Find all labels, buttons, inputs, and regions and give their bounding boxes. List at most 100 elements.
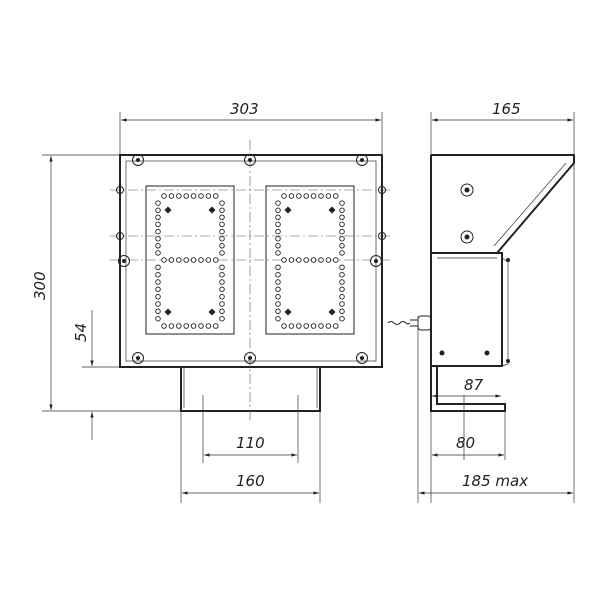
led-dot <box>190 323 197 329</box>
bolt <box>132 154 144 166</box>
bolt-center <box>136 158 140 162</box>
led-dot <box>161 193 167 199</box>
led-dot <box>168 193 175 199</box>
bolt <box>370 255 382 267</box>
led-dot <box>339 308 345 315</box>
led-dot <box>275 286 281 293</box>
led-dot <box>219 200 225 206</box>
led-dot <box>155 200 161 206</box>
led-dot <box>318 193 324 199</box>
led-dot <box>155 228 161 235</box>
led-dot <box>288 323 295 329</box>
led-dot <box>281 193 287 199</box>
bolt-center <box>380 234 384 238</box>
led-dot <box>219 301 225 307</box>
led-dot <box>339 243 345 249</box>
led-dot <box>288 193 295 199</box>
led-dot <box>219 214 225 221</box>
led-dot <box>213 323 219 329</box>
led-dot <box>275 279 281 285</box>
led-dot <box>190 193 197 199</box>
led-dot <box>288 257 295 263</box>
bolt-center <box>248 158 252 162</box>
dim-303: 303 <box>230 100 259 118</box>
dim-110: 110 <box>236 434 265 452</box>
led-diamond <box>284 206 292 214</box>
led-dot <box>303 323 309 329</box>
side-visor <box>430 154 575 254</box>
led-dot <box>198 323 204 329</box>
dim-87: 87 <box>464 376 484 394</box>
led-dot <box>155 243 161 249</box>
led-dot <box>339 221 345 228</box>
led-dot <box>219 264 225 271</box>
led-dot <box>219 315 225 322</box>
bolt <box>378 186 386 194</box>
bolt <box>244 352 256 364</box>
led-dot <box>275 207 281 213</box>
led-dot <box>296 193 302 199</box>
led-dot <box>219 293 225 300</box>
led-dot <box>318 257 324 263</box>
dim-54: 54 <box>72 323 90 342</box>
dim-300: 300 <box>31 271 49 300</box>
led-dot <box>275 264 281 271</box>
led-diamond <box>208 206 216 214</box>
led-dot <box>155 250 161 256</box>
led-dot <box>333 193 339 199</box>
led-dot <box>281 323 287 329</box>
led-dot <box>213 257 219 263</box>
led-dot <box>155 214 161 221</box>
led-dot <box>219 228 225 235</box>
led-dot <box>339 293 345 300</box>
led-dot <box>325 257 332 263</box>
visor-bolt-bottom <box>460 230 474 244</box>
led-dot <box>318 323 324 329</box>
led-dot <box>155 301 161 307</box>
bolt <box>116 186 124 194</box>
bolt <box>132 352 144 364</box>
dim-185-max: 185 max <box>462 472 528 490</box>
led-dot <box>155 293 161 300</box>
led-dot <box>325 323 332 329</box>
led-dot <box>155 286 161 293</box>
dim-80: 80 <box>456 434 475 452</box>
bolt-center <box>248 356 252 360</box>
bolt-center <box>122 259 126 263</box>
led-diamond <box>164 308 172 316</box>
led-dot <box>176 193 182 199</box>
bolt <box>378 232 386 240</box>
bolt <box>116 232 124 240</box>
led-dot <box>219 279 225 285</box>
led-dot <box>190 257 197 263</box>
led-dot <box>161 323 167 329</box>
led-dot <box>155 221 161 228</box>
led-diamond <box>328 308 336 316</box>
bolt-center <box>360 356 364 360</box>
led-dot <box>219 235 225 242</box>
led-diamond <box>328 206 336 214</box>
led-diamond <box>164 206 172 214</box>
led-dot <box>303 193 309 199</box>
front-base-stand <box>180 367 321 412</box>
led-dot <box>198 257 204 263</box>
led-dot <box>339 271 345 278</box>
led-dot <box>219 308 225 315</box>
led-dot <box>275 228 281 235</box>
led-dot <box>275 315 281 322</box>
bolt-center <box>380 188 384 192</box>
led-dot <box>275 250 281 256</box>
bolt <box>356 154 368 166</box>
led-dot <box>155 315 161 322</box>
bolt <box>244 154 256 166</box>
led-dot <box>333 257 339 263</box>
led-dot <box>339 286 345 293</box>
visor-bolt-top <box>460 183 474 197</box>
led-dot <box>155 279 161 285</box>
led-dot <box>296 257 302 263</box>
led-dot <box>339 207 345 213</box>
led-dot <box>339 264 345 271</box>
led-dot <box>198 193 204 199</box>
front-view <box>110 140 392 420</box>
led-dot <box>155 207 161 213</box>
